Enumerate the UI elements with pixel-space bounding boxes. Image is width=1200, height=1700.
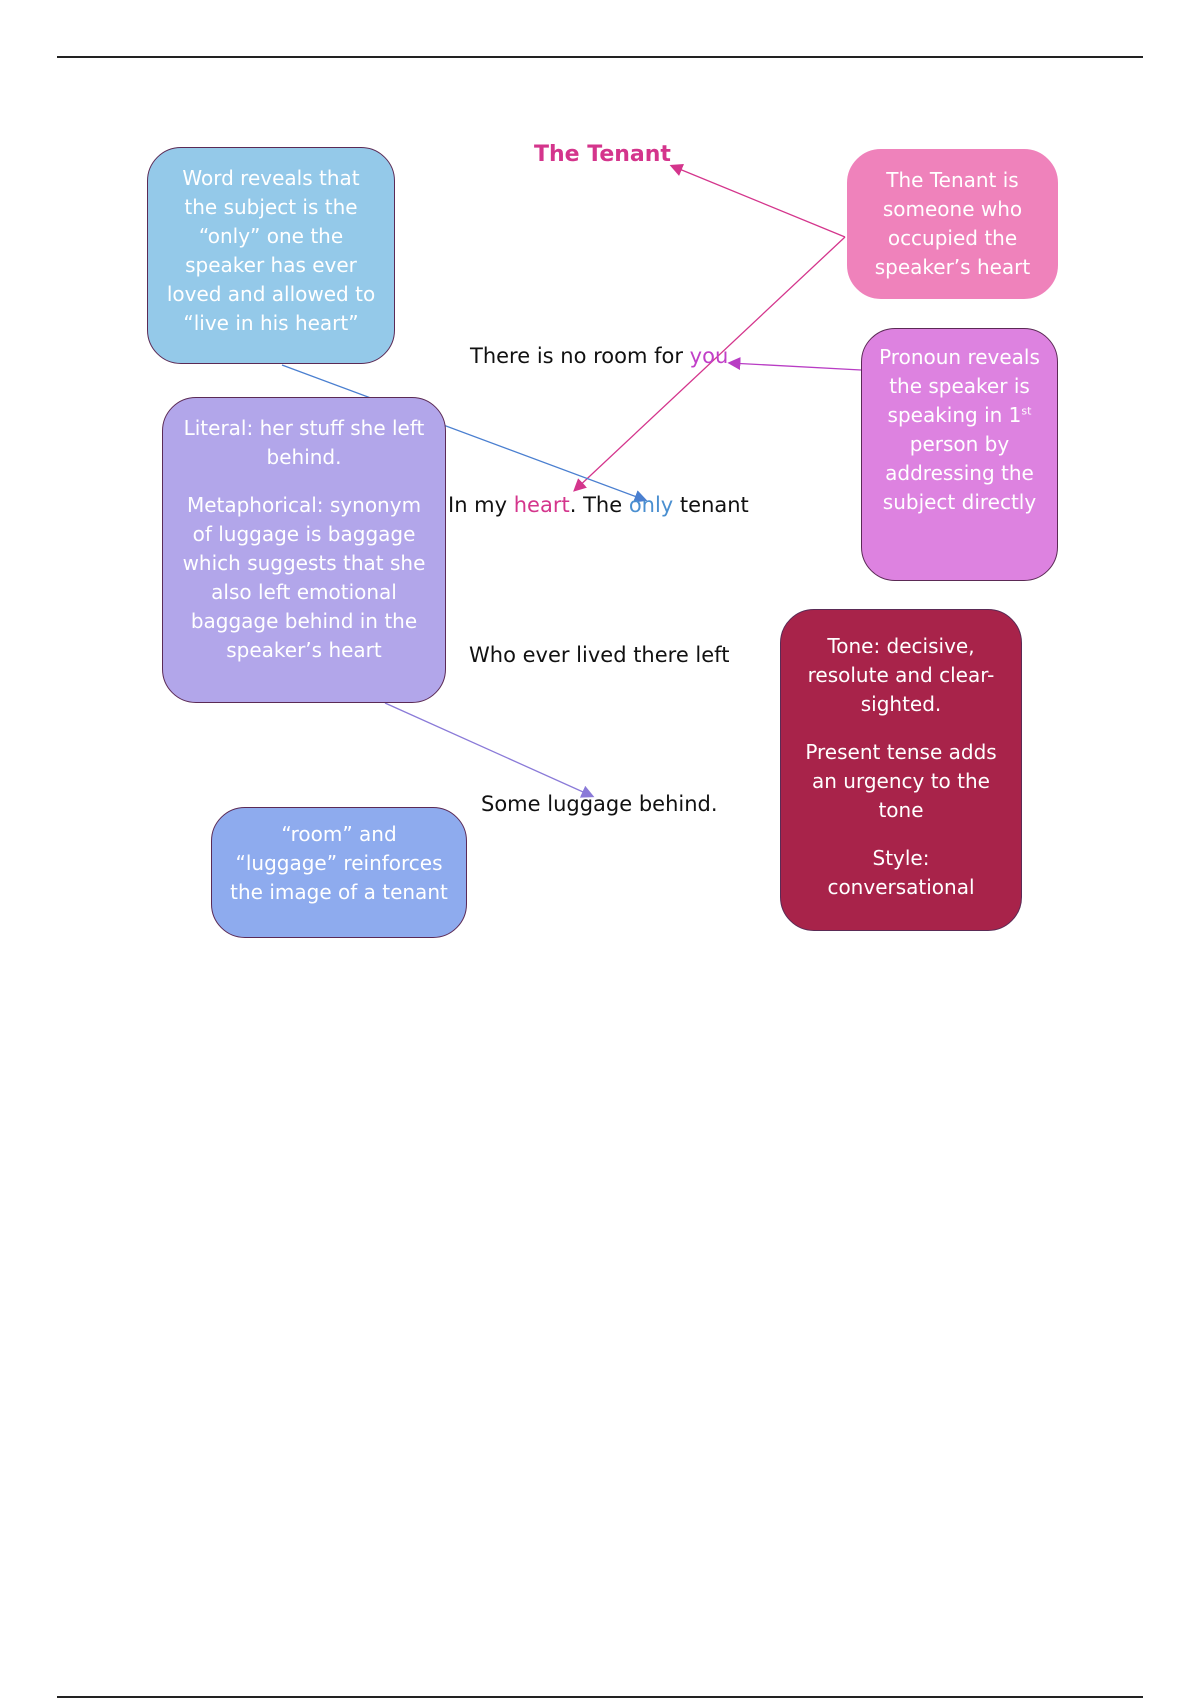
arrow-tenant-to-title — [669, 163, 846, 238]
note-pronoun: Pronoun reveals the speaker is speaking … — [861, 328, 1058, 581]
note-tense: Present tense adds an urgency to the ton… — [805, 740, 997, 822]
poem-line-4: Some luggage behind. — [481, 792, 718, 816]
note-luggage-literal: Literal: her stuff she left behind. — [183, 416, 425, 469]
poem-line-2: In my heart. The only tenant — [448, 493, 749, 517]
arrow-pronoun-to-you — [727, 357, 862, 371]
word-heart: heart — [513, 493, 570, 517]
note-room-luggage: “room” and “luggage” reinforces the imag… — [211, 807, 467, 938]
note-style: Style: conversational — [827, 846, 975, 899]
poem-title: The Tenant — [534, 142, 671, 167]
note-luggage: Literal: her stuff she left behind. Meta… — [162, 397, 446, 703]
note-only-word: Word reveals that the subject is the “on… — [147, 147, 395, 364]
note-tenant-text: The Tenant is someone who occupied the s… — [874, 168, 1031, 279]
note-luggage-metaphorical: Metaphorical: synonym of luggage is bagg… — [182, 493, 426, 662]
arrow-luggage-note-to-luggage — [384, 702, 595, 798]
note-room-text: “room” and “luggage” reinforces the imag… — [230, 822, 448, 904]
note-only-word-text: Word reveals that the subject is the “on… — [166, 166, 376, 335]
poem-line-3: Who ever lived there left — [469, 643, 730, 667]
note-pronoun-text: Pronoun reveals the speaker is speaking … — [879, 345, 1040, 514]
word-you: you — [689, 344, 729, 368]
note-tone: Tone: decisive, resolute and clear-sight… — [807, 634, 995, 716]
footer-rule — [57, 1696, 1143, 1698]
header-rule — [57, 56, 1143, 58]
word-only: only — [628, 493, 674, 517]
poem-line-1: There is no room for you — [470, 344, 729, 368]
note-tone-style: Tone: decisive, resolute and clear-sight… — [780, 609, 1022, 931]
note-tenant: The Tenant is someone who occupied the s… — [847, 149, 1058, 299]
